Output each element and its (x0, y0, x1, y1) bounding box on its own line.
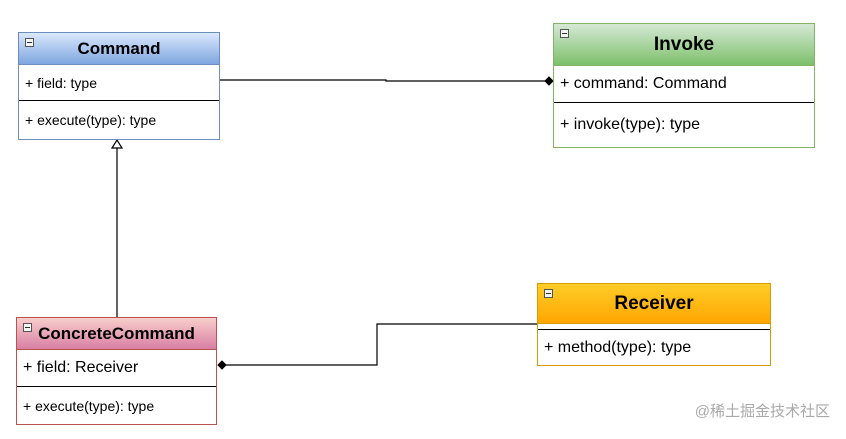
class-command[interactable]: Command + field: type + execute(type): t… (18, 32, 220, 140)
composition-diamond-invoke (544, 76, 554, 86)
watermark: @稀土掘金技术社区 (694, 403, 830, 420)
class-invoke[interactable]: Invoke + command: Command + invoke(type)… (553, 23, 815, 148)
generalization-arrowhead (110, 138, 124, 149)
divider (19, 100, 219, 101)
composition-line-invoke-command (220, 79, 545, 82)
class-receiver-header[interactable]: Receiver (538, 284, 770, 324)
divider (554, 102, 814, 103)
class-method: + method(type): type (544, 339, 692, 356)
class-attribute: + field: type (25, 74, 97, 91)
class-invoke-header[interactable]: Invoke (554, 24, 814, 66)
class-name: Invoke (653, 33, 715, 55)
divider (17, 386, 216, 387)
class-method: + execute(type): type (25, 112, 157, 128)
class-name: Command (77, 38, 161, 58)
divider (538, 329, 770, 330)
collapse-icon[interactable] (544, 289, 553, 298)
class-command-header[interactable]: Command (19, 33, 219, 65)
collapse-icon[interactable] (560, 29, 569, 38)
class-name: Receiver (614, 292, 694, 314)
collapse-icon[interactable] (25, 38, 34, 47)
class-concrete-command[interactable]: ConcreteCommand + field: Receiver + exec… (16, 317, 217, 425)
class-receiver[interactable]: Receiver + method(type): type (537, 283, 771, 366)
class-attribute: + field: Receiver (23, 359, 139, 376)
class-concrete-command-header[interactable]: ConcreteCommand (17, 318, 216, 350)
class-method: + execute(type): type (23, 397, 155, 414)
class-method: + invoke(type): type (560, 116, 701, 133)
composition-line-concrete-receiver (226, 323, 537, 366)
collapse-icon[interactable] (23, 323, 32, 332)
composition-diamond-concrete (217, 360, 227, 370)
class-name: ConcreteCommand (38, 323, 195, 343)
class-attribute: + command: Command (560, 75, 727, 92)
